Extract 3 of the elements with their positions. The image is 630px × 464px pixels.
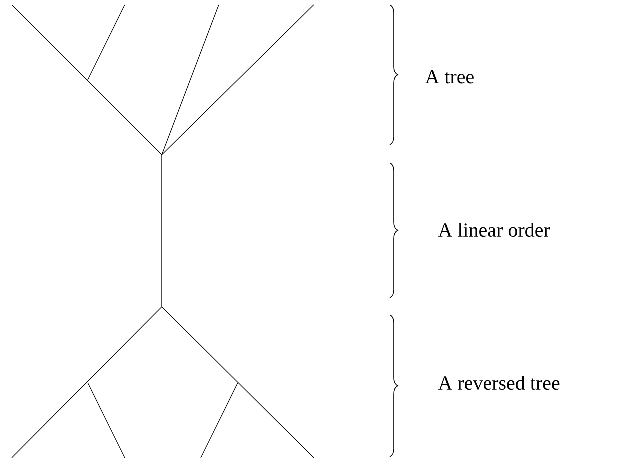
brace-label: A linear order: [438, 222, 550, 238]
brace-label: A reversed tree: [438, 376, 560, 390]
brace-label: A tree: [425, 70, 474, 84]
